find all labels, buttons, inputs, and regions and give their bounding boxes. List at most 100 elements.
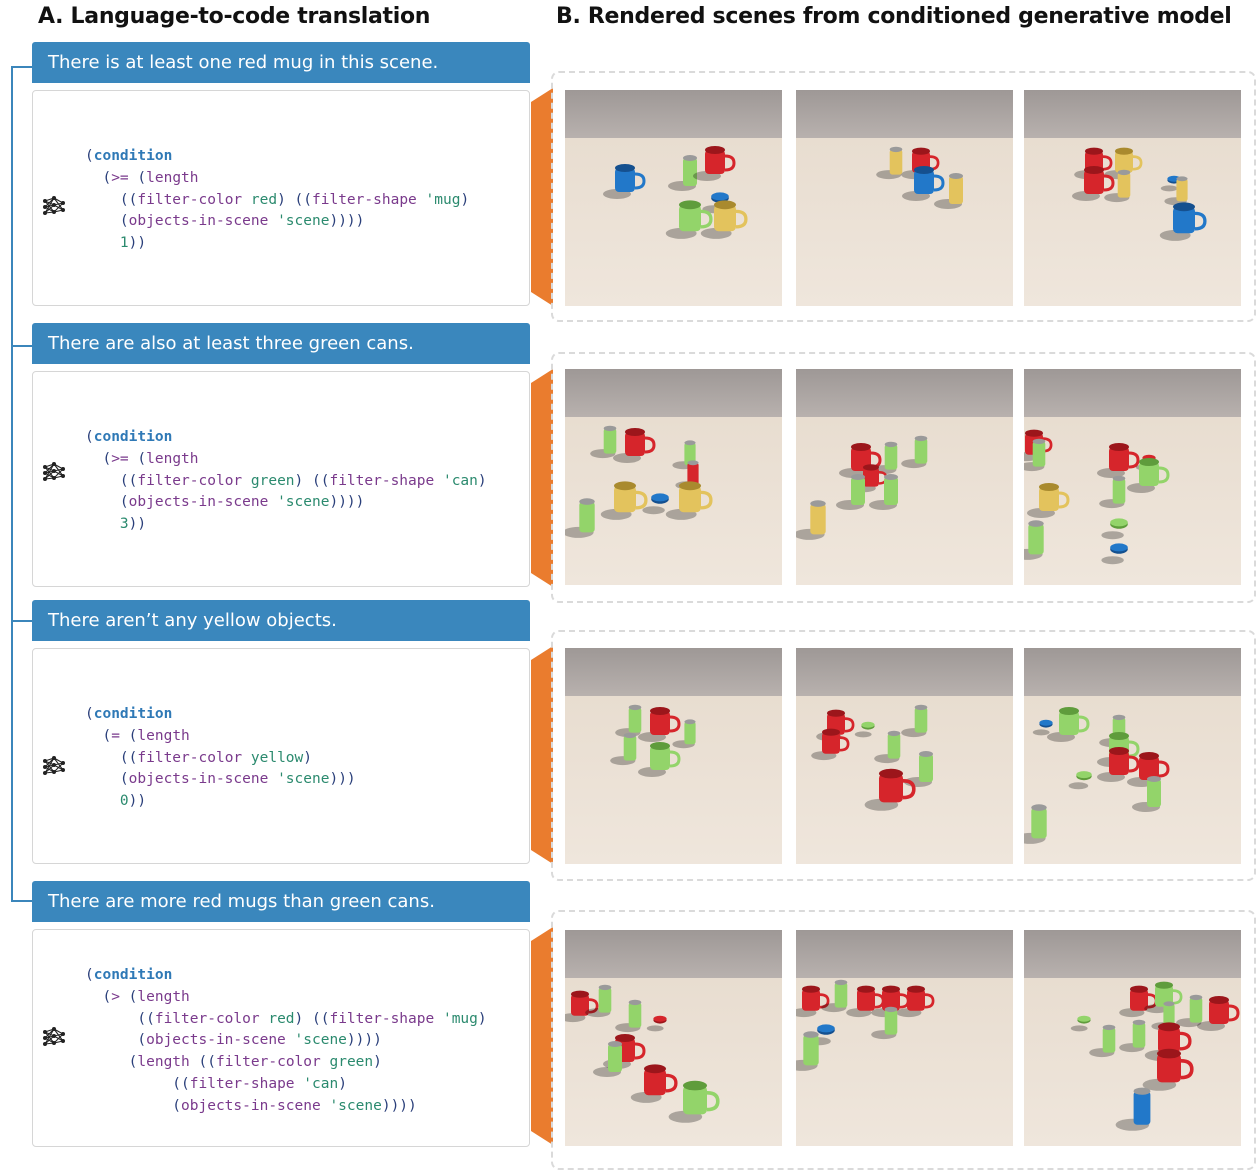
code-block: (condition (= (length ((filter-color yel… xyxy=(85,706,356,810)
mug-object xyxy=(613,428,656,463)
scene-floor xyxy=(796,417,1013,585)
code-keyword: condition xyxy=(93,148,173,164)
code-fn: filter-shape xyxy=(329,1010,435,1027)
can-object xyxy=(901,704,928,738)
mug-object xyxy=(665,481,713,520)
code-block: (condition (>= (length ((filter-color gr… xyxy=(85,429,487,533)
code-value: red xyxy=(268,1010,295,1027)
neural-network-icon xyxy=(43,462,65,481)
code-fn: objects-in-scene xyxy=(128,213,269,230)
bracket-tick xyxy=(11,66,33,68)
scene-4b xyxy=(796,930,1013,1146)
code-value: 'scene xyxy=(277,771,330,788)
bowl-object xyxy=(1032,719,1053,736)
can-object xyxy=(796,1031,819,1071)
bowl-object xyxy=(1068,771,1092,790)
can-object xyxy=(1119,1019,1146,1053)
section-a-title: A. Language-to-code translation xyxy=(38,4,431,29)
scene-4a xyxy=(565,930,782,1146)
bracket-tick xyxy=(11,345,33,347)
can-object xyxy=(901,435,928,469)
bowl-object xyxy=(1101,543,1128,565)
code-number: 3 xyxy=(119,516,129,533)
can-object xyxy=(876,146,903,180)
mug-object xyxy=(638,707,681,742)
scene-2b xyxy=(796,369,1013,585)
mug-object xyxy=(1097,443,1140,478)
bracket-tick xyxy=(11,620,33,622)
mug-object xyxy=(1144,981,1183,1014)
mug-object xyxy=(902,166,945,201)
scene-wall xyxy=(796,648,1013,696)
code-op: = xyxy=(111,727,120,744)
mug-object xyxy=(864,768,916,811)
code-fn: filter-color xyxy=(137,191,243,208)
scene-2c xyxy=(1024,369,1241,585)
section-b-title: B. Rendered scenes from conditioned gene… xyxy=(556,4,1232,29)
mug-object xyxy=(896,985,935,1018)
can-object xyxy=(1099,475,1126,509)
code-value: red xyxy=(250,191,278,208)
can-object xyxy=(565,498,595,538)
scene-floor xyxy=(565,696,782,864)
can-object xyxy=(874,730,901,764)
mug-object xyxy=(565,990,599,1023)
scene-floor xyxy=(565,138,782,306)
flow-arrow xyxy=(531,646,553,864)
can-object xyxy=(1024,438,1046,472)
code-fn: length xyxy=(146,450,199,467)
scene-3a xyxy=(565,648,782,864)
can-object xyxy=(821,979,848,1013)
scene-wall xyxy=(796,369,1013,417)
bowl-object xyxy=(1070,1015,1091,1032)
code-block: (condition (> (length ((filter-color red… xyxy=(85,967,487,1114)
scene-floor xyxy=(565,417,782,585)
scene-panel xyxy=(551,352,1256,603)
code-fn: filter-shape xyxy=(189,1075,295,1092)
code-number: 0 xyxy=(119,793,129,810)
mug-object xyxy=(668,1080,720,1123)
flow-arrow xyxy=(531,369,553,587)
code-box: (condition (>= (length ((filter-color re… xyxy=(32,90,530,306)
bowl-object xyxy=(646,1015,667,1032)
scene-wall xyxy=(1024,90,1241,138)
mug-object xyxy=(700,200,748,239)
code-value: green xyxy=(329,1054,374,1071)
sentence-text: There is at least one red mug in this sc… xyxy=(48,52,439,73)
code-keyword: condition xyxy=(93,429,173,445)
scene-floor xyxy=(796,138,1013,306)
can-object xyxy=(934,173,963,209)
code-fn: length xyxy=(146,169,199,186)
mug-object xyxy=(1127,458,1170,493)
code-fn: filter-color xyxy=(137,472,243,489)
sentence-banner: There is at least one red mug in this sc… xyxy=(32,42,530,83)
scene-panel xyxy=(551,630,1256,881)
flow-arrow xyxy=(531,88,553,306)
can-object xyxy=(668,155,697,191)
mug-object xyxy=(1197,996,1240,1031)
code-block: (condition (>= (length ((filter-color re… xyxy=(85,148,470,252)
scene-floor xyxy=(1024,417,1241,585)
mug-object xyxy=(1024,429,1053,462)
sentence-text: There are also at least three green cans… xyxy=(48,333,414,354)
scene-panel xyxy=(551,71,1256,322)
code-box: (condition (> (length ((filter-color red… xyxy=(32,929,530,1147)
mug-object xyxy=(1142,1048,1194,1091)
can-object xyxy=(1024,520,1044,560)
can-object xyxy=(796,500,826,540)
code-op: >= xyxy=(111,169,129,186)
can-object xyxy=(836,474,865,510)
code-fn: filter-shape xyxy=(312,191,417,208)
scene-wall xyxy=(565,930,782,978)
code-number: 1 xyxy=(119,235,129,252)
mug-object xyxy=(811,728,850,761)
code-fn: objects-in-scene xyxy=(128,771,269,788)
can-object xyxy=(590,425,617,459)
mug-object xyxy=(796,985,830,1018)
sentence-text: There are more red mugs than green cans. xyxy=(48,891,435,912)
scene-3c xyxy=(1024,648,1241,864)
can-object xyxy=(1115,1087,1151,1131)
mug-object xyxy=(630,1064,678,1103)
mug-object xyxy=(603,164,646,199)
code-value: 'mug xyxy=(442,1010,478,1027)
